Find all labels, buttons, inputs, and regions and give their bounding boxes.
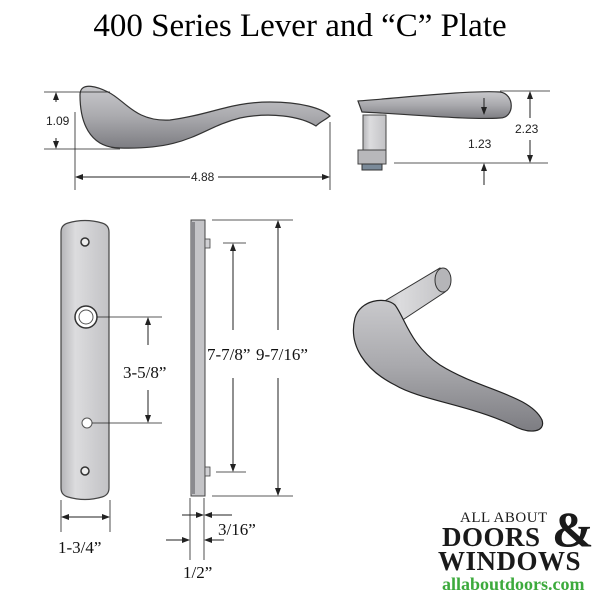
hole-spacing-label: 3-5/8” bbox=[123, 363, 166, 382]
lever-height-label: 1.09 bbox=[46, 114, 70, 128]
diagram-title: 400 Series Lever and “C” Plate bbox=[93, 8, 507, 44]
c-plate bbox=[60, 219, 110, 501]
logo-line-2: DOORS bbox=[442, 522, 541, 552]
plate-depth-label: 1/2” bbox=[183, 563, 212, 582]
lever-offset-label: 1.23 bbox=[468, 137, 492, 151]
lever-3d-view bbox=[352, 267, 544, 432]
logo-ampersand: & bbox=[552, 501, 594, 557]
lever-top-view: 1.09 4.88 bbox=[44, 85, 331, 190]
logo-url[interactable]: allaboutdoors.com bbox=[442, 574, 585, 594]
lever-length-label: 4.88 bbox=[191, 170, 215, 184]
plate-side-view: 7-7/8” 9-7/16” 3/16” 1/2” bbox=[166, 219, 308, 582]
logo-line-1: ALL ABOUT bbox=[460, 510, 548, 526]
plate-front-view: 3-5/8” 1-3/4” bbox=[58, 219, 166, 557]
lever-side-view: 2.23 1.23 bbox=[357, 90, 550, 185]
lever-total-height-label: 2.23 bbox=[515, 122, 539, 136]
plate-thickness-label: 3/16” bbox=[218, 520, 256, 539]
logo-line-3: WINDOWS bbox=[438, 546, 582, 576]
screw-spacing-label: 7-7/8” bbox=[207, 345, 250, 364]
overall-height-label: 9-7/16” bbox=[256, 345, 308, 364]
lever-shape bbox=[79, 85, 331, 149]
plate-width-label: 1-3/4” bbox=[58, 538, 101, 557]
